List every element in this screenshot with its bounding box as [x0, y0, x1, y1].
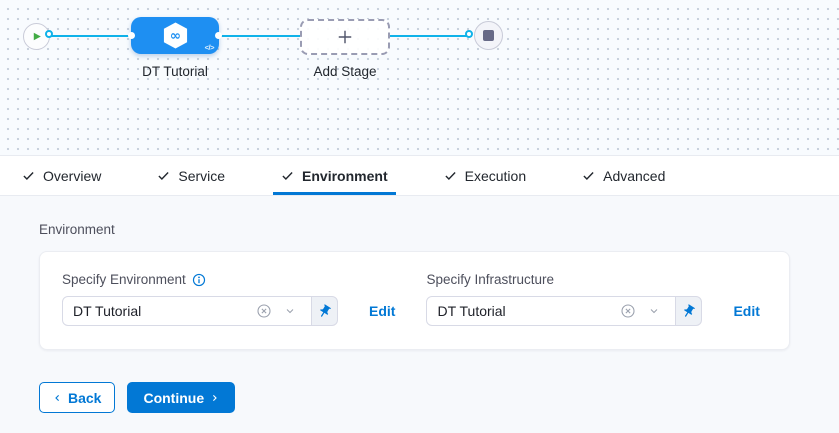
tab-label: Environment — [302, 168, 388, 184]
connector-port — [465, 30, 473, 38]
pipeline-canvas: ∞ </> DT Tutorial Add Stage — [0, 0, 839, 155]
tab-environment[interactable]: Environment — [273, 156, 396, 195]
continue-button-label: Continue — [143, 390, 204, 406]
clear-icon[interactable] — [256, 303, 272, 319]
svg-text:∞: ∞ — [169, 28, 180, 44]
deploy-stage-icon: ∞ — [162, 21, 189, 50]
add-stage-button[interactable] — [300, 19, 390, 55]
check-icon — [281, 169, 294, 182]
play-icon — [30, 30, 43, 43]
check-icon — [22, 169, 35, 182]
stage-tabs: Overview Service Environment Execution A… — [0, 155, 839, 196]
check-icon — [582, 169, 595, 182]
back-button[interactable]: Back — [39, 382, 115, 413]
continue-button[interactable]: Continue — [127, 382, 235, 413]
pipeline-end-node — [474, 21, 503, 50]
clear-icon[interactable] — [620, 303, 636, 319]
pin-button[interactable] — [311, 296, 338, 326]
pin-icon — [317, 304, 332, 319]
section-title: Environment — [39, 222, 839, 237]
code-icon: </> — [205, 43, 214, 52]
chevron-right-icon — [210, 392, 219, 404]
chevron-left-icon — [53, 392, 62, 404]
chevron-down-icon[interactable] — [647, 305, 661, 317]
environment-select-input[interactable] — [62, 296, 312, 326]
connector-port — [45, 30, 53, 38]
environment-field-label: Specify Environment — [62, 272, 186, 287]
stop-icon — [483, 30, 494, 41]
stage-in-port — [128, 32, 135, 39]
tab-label: Advanced — [603, 168, 665, 184]
infrastructure-select — [426, 296, 703, 326]
infrastructure-field-group: Specify Infrastructure — [426, 272, 759, 329]
tab-service[interactable]: Service — [149, 156, 233, 195]
tab-label: Execution — [465, 168, 526, 184]
infrastructure-edit-link[interactable]: Edit — [733, 303, 759, 319]
plus-icon — [335, 27, 355, 47]
infrastructure-select-input[interactable] — [426, 296, 676, 326]
footer-actions: Back Continue — [39, 382, 839, 413]
pin-icon — [681, 304, 696, 319]
tab-advanced[interactable]: Advanced — [574, 156, 673, 195]
stage-name-label: DT Tutorial — [111, 64, 239, 79]
environment-select — [62, 296, 339, 326]
connector-line — [390, 35, 472, 37]
pin-button[interactable] — [675, 296, 702, 326]
environment-field-group: Specify Environment — [62, 272, 395, 329]
tab-overview[interactable]: Overview — [14, 156, 109, 195]
chevron-down-icon[interactable] — [283, 305, 297, 317]
connector-line — [51, 35, 131, 37]
stage-out-port — [215, 32, 222, 39]
tab-label: Overview — [43, 168, 101, 184]
tab-execution[interactable]: Execution — [436, 156, 534, 195]
tab-label: Service — [178, 168, 225, 184]
environment-panel: Environment Specify Environment — [0, 196, 839, 433]
check-icon — [444, 169, 457, 182]
environment-card: Specify Environment — [39, 251, 790, 350]
infrastructure-field-label: Specify Infrastructure — [426, 272, 554, 287]
check-icon — [157, 169, 170, 182]
back-button-label: Back — [68, 390, 101, 406]
connector-line — [219, 35, 301, 37]
stage-node-dt-tutorial[interactable]: ∞ </> — [131, 17, 219, 54]
environment-edit-link[interactable]: Edit — [369, 303, 395, 319]
info-icon[interactable] — [192, 273, 206, 287]
add-stage-label: Add Stage — [290, 64, 400, 79]
